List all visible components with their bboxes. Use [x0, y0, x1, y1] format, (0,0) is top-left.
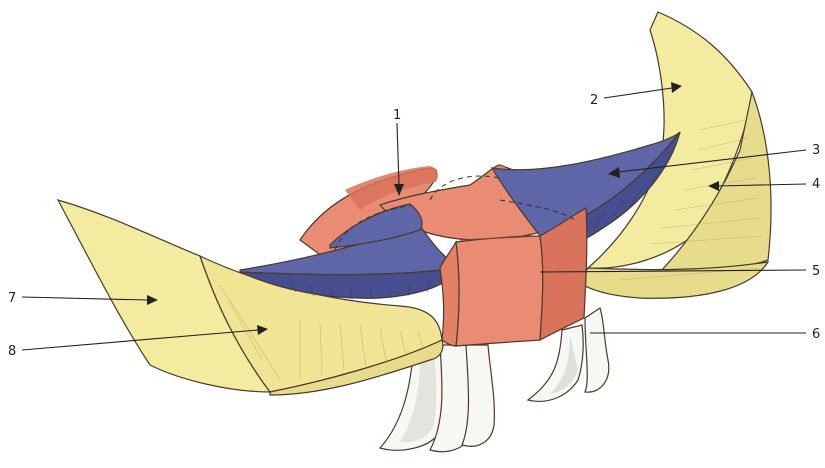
callout-6: 6	[590, 327, 820, 342]
tooth-right-front	[585, 308, 609, 392]
label-5: 5	[812, 264, 820, 279]
label-1: 1	[393, 108, 401, 123]
label-6: 6	[812, 327, 820, 342]
label-3: 3	[812, 143, 820, 158]
label-2: 2	[590, 93, 598, 108]
right-upper-wing	[578, 12, 771, 298]
label-8: 8	[8, 344, 16, 359]
central-block-front	[456, 236, 543, 346]
label-4: 4	[812, 177, 820, 192]
label-7: 7	[8, 291, 16, 306]
